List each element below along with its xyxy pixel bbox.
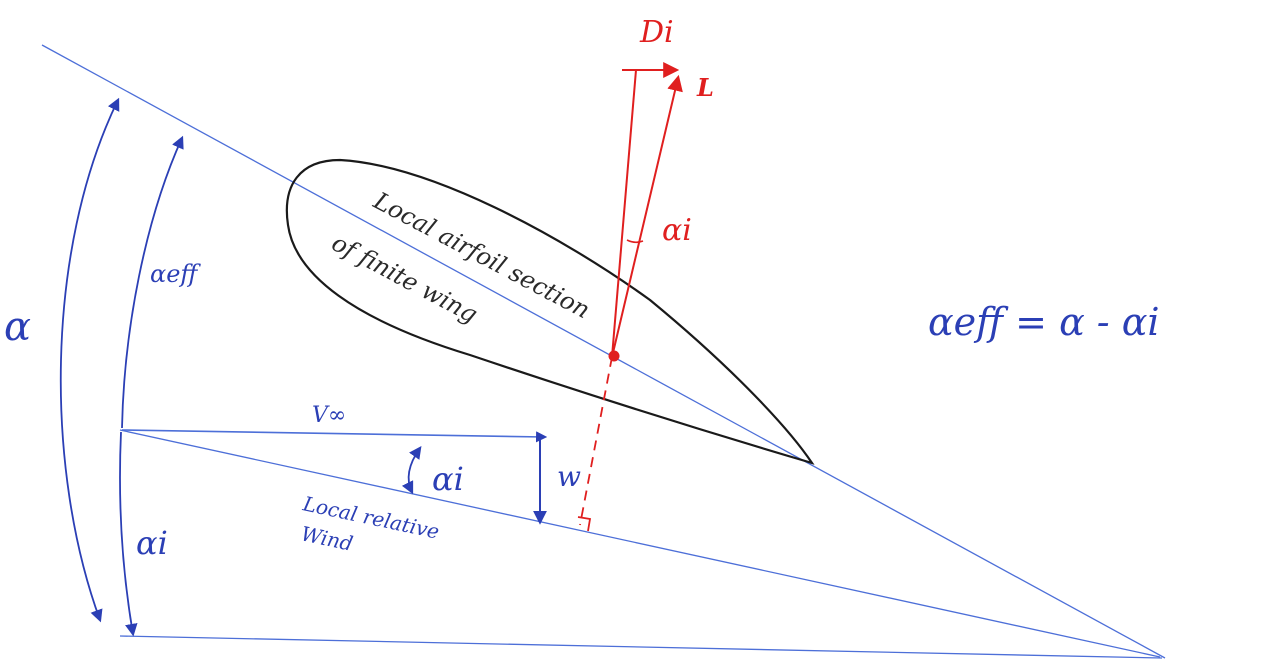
vertical-lift-component — [611, 69, 637, 358]
alpha-eff-label: αeff — [150, 260, 201, 288]
right-angle-mark — [577, 516, 592, 532]
induced-angle-label-red: αi — [662, 213, 692, 248]
alpha-i-label: αi — [136, 524, 168, 562]
alpha-arc — [59, 97, 120, 623]
chord-line — [41, 44, 1166, 659]
perpendicular-dashed-line — [579, 356, 613, 526]
lift-vector — [611, 74, 683, 358]
alpha-eff-arc — [121, 135, 184, 429]
freestream-reference-line — [119, 635, 1163, 659]
alpha-i-mid-label: αi — [432, 460, 464, 498]
freestream-label: V∞ — [312, 403, 346, 428]
relative-wind-line — [119, 429, 1161, 658]
alpha-label: α — [4, 304, 31, 350]
alpha-i-arc — [119, 431, 138, 637]
induced-angle-arc-red — [626, 239, 644, 244]
freestream-vector — [121, 429, 548, 443]
downwash-label: w — [557, 460, 581, 493]
aerodynamic-center-dot — [608, 350, 620, 362]
relative-wind-label-line2: Wind — [299, 521, 355, 555]
airfoil-outline — [285, 158, 815, 465]
induced-drag-label: Di — [639, 15, 674, 50]
alpha-i-mid-arc — [401, 445, 422, 495]
equation: αeff = α - αi — [928, 300, 1160, 344]
lift-label: L — [696, 73, 714, 102]
